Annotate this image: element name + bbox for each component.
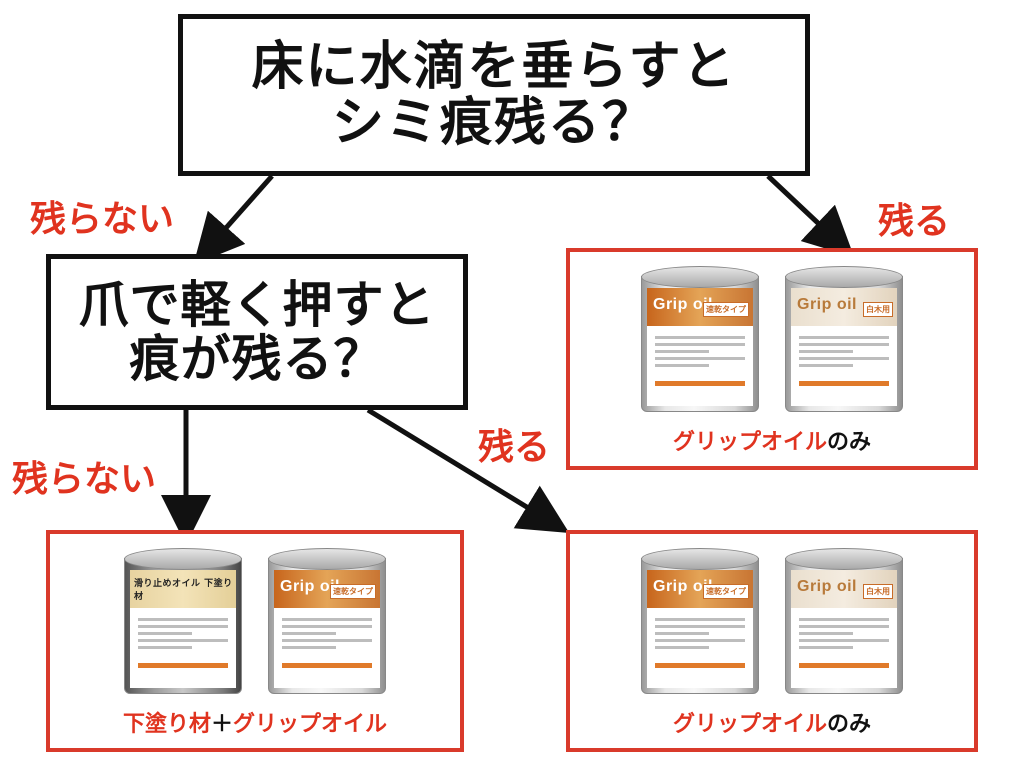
edge-label-q2-yes: 残る [478, 427, 551, 468]
can-grip-oil-white-wood: Grip oil 白木用 [785, 548, 903, 700]
caption-suffix: のみ [827, 430, 872, 455]
result-caption: グリップオイルのみ [570, 424, 974, 456]
can-brand: Grip oil [797, 296, 857, 313]
arrow-q1-to-q2 [193, 174, 274, 265]
caption-part-1: 下塗り材 [122, 712, 211, 737]
edge-label-q2-no: 残らない [12, 459, 157, 500]
result-box-bottom-left: 滑り止めオイル 下塗り材 Grip oil 速乾タイプ 下塗り材＋グリップオイル [46, 530, 464, 752]
can-grip-oil-quick-dry: Grip oil 速乾タイプ [641, 266, 759, 418]
question-box-1: 床に水滴を垂らすと シミ痕残る？ [178, 14, 810, 176]
can-grip-oil-white-wood: Grip oil 白木用 [785, 266, 903, 418]
arrow-q2-to-result-bottom-right [366, 407, 570, 534]
can-brand: Grip oil [653, 578, 713, 595]
question-2-line-2: 痕が残る？ [129, 330, 385, 388]
product-cans: 滑り止めオイル 下塗り材 Grip oil 速乾タイプ [50, 548, 460, 700]
question-2-line-1: 爪で軽く押すと [78, 276, 436, 334]
can-brand: Grip oil [280, 578, 340, 595]
caption-product: グリップオイル [672, 430, 827, 455]
result-box-top-right: Grip oil 速乾タイプ Grip oil 白木用 グリップオイルのみ [566, 248, 978, 470]
can-tag: 白木用 [863, 584, 893, 599]
can-brand: Grip oil [797, 578, 857, 595]
caption-part-2: グリップオイル [233, 712, 388, 737]
can-grip-oil-quick-dry: Grip oil 速乾タイプ [268, 548, 386, 700]
edge-label-q1-yes: 残る [878, 201, 951, 242]
result-box-bottom-right: Grip oil 速乾タイプ Grip oil 白木用 グリップオイルのみ [566, 530, 978, 752]
can-tag: 速乾タイプ [703, 302, 749, 317]
result-caption: 下塗り材＋グリップオイル [50, 706, 460, 738]
caption-plus: ＋ [210, 712, 233, 737]
product-cans: Grip oil 速乾タイプ Grip oil 白木用 [570, 548, 974, 700]
can-undercoat: 滑り止めオイル 下塗り材 [124, 548, 242, 700]
question-box-2: 爪で軽く押すと 痕が残る？ [46, 254, 468, 410]
edge-label-q1-no: 残らない [30, 199, 175, 240]
arrow-q1-to-result-top-right [766, 174, 855, 258]
can-brand: 滑り止めオイル 下塗り材 [134, 579, 233, 602]
can-tag: 速乾タイプ [330, 584, 376, 599]
result-caption: グリップオイルのみ [570, 706, 974, 738]
question-1-line-1: 床に水滴を垂らすと [251, 36, 737, 97]
caption-suffix: のみ [827, 712, 872, 737]
product-cans: Grip oil 速乾タイプ Grip oil 白木用 [570, 266, 974, 418]
caption-product: グリップオイル [672, 712, 827, 737]
question-1-line-2: シミ痕残る？ [331, 93, 656, 153]
can-brand: Grip oil [653, 296, 713, 313]
can-tag: 速乾タイプ [703, 584, 749, 599]
can-grip-oil-quick-dry: Grip oil 速乾タイプ [641, 548, 759, 700]
can-tag: 白木用 [863, 302, 893, 317]
